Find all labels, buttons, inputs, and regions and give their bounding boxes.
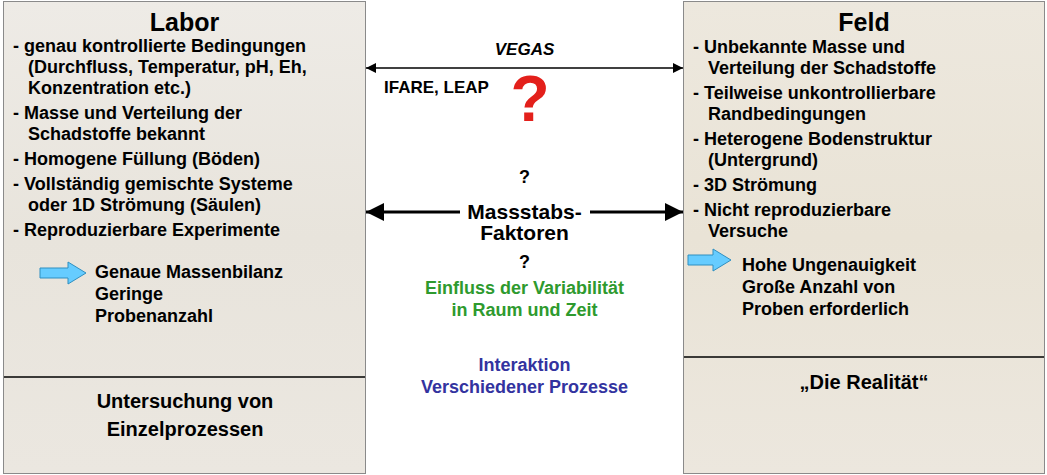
bullet-item: - 3D Strömung bbox=[693, 175, 963, 196]
annotation: Einfluss der Variabilität in Raum und Ze… bbox=[420, 277, 630, 321]
photo-ground bbox=[683, 1, 1045, 474]
summary-text: Untersuchung von Einzelprozessen bbox=[74, 387, 296, 443]
separator-line bbox=[684, 356, 1044, 358]
question-mark: ? bbox=[475, 252, 575, 272]
bullet-item: - Nicht reproduzierbare Versuche bbox=[693, 200, 963, 242]
bullet-item: - genau kontrollierte Bedingungen (Durch… bbox=[13, 36, 323, 99]
panel-title: Feld bbox=[684, 8, 1044, 36]
bullet-item: - Vollständig gemischte Systeme oder 1D … bbox=[13, 174, 323, 216]
bullet-item: - Masse und Verteilung der Schadstoffe b… bbox=[13, 103, 323, 145]
summary-text: „Die Realität“ bbox=[744, 369, 984, 395]
double-arrow bbox=[366, 67, 683, 69]
panel-title: Labor bbox=[4, 8, 365, 36]
conclusion-text: Genaue Massenbilanz Geringe Probenanzahl bbox=[95, 261, 285, 327]
block-arrow-icon bbox=[40, 262, 86, 284]
conclusion-text: Hohe Ungenauigkeit Große Anzahl von Prob… bbox=[742, 254, 922, 320]
bullet-item: - Heterogene Bodenstruktur (Untergrund) bbox=[693, 129, 963, 171]
project-label: IFARE, LEAP bbox=[384, 78, 504, 98]
bullet-item: - Reproduzierbare Experimente bbox=[13, 220, 323, 241]
block-arrow-icon bbox=[688, 249, 731, 271]
question-mark: ? bbox=[507, 74, 553, 125]
bullet-item: - Homogene Füllung (Böden) bbox=[13, 149, 323, 170]
edge-label: Massstabs-Faktoren bbox=[460, 201, 590, 243]
panel: Labor- genau kontrollierte Bedingungen (… bbox=[3, 1, 366, 474]
bullet-item: - Unbekannte Masse und Verteilung der Sc… bbox=[693, 37, 963, 79]
separator-line bbox=[4, 376, 365, 378]
question-mark: ? bbox=[475, 167, 575, 187]
edge-label: VEGAS bbox=[465, 40, 585, 60]
bullet-item: - Teilweise unkontrollierbare Randbeding… bbox=[693, 83, 963, 125]
annotation: Interaktion Verschiedener Prozesse bbox=[418, 354, 632, 398]
panel: Feld- Unbekannte Masse und Verteilung de… bbox=[683, 1, 1045, 474]
photo-ground bbox=[3, 1, 366, 474]
